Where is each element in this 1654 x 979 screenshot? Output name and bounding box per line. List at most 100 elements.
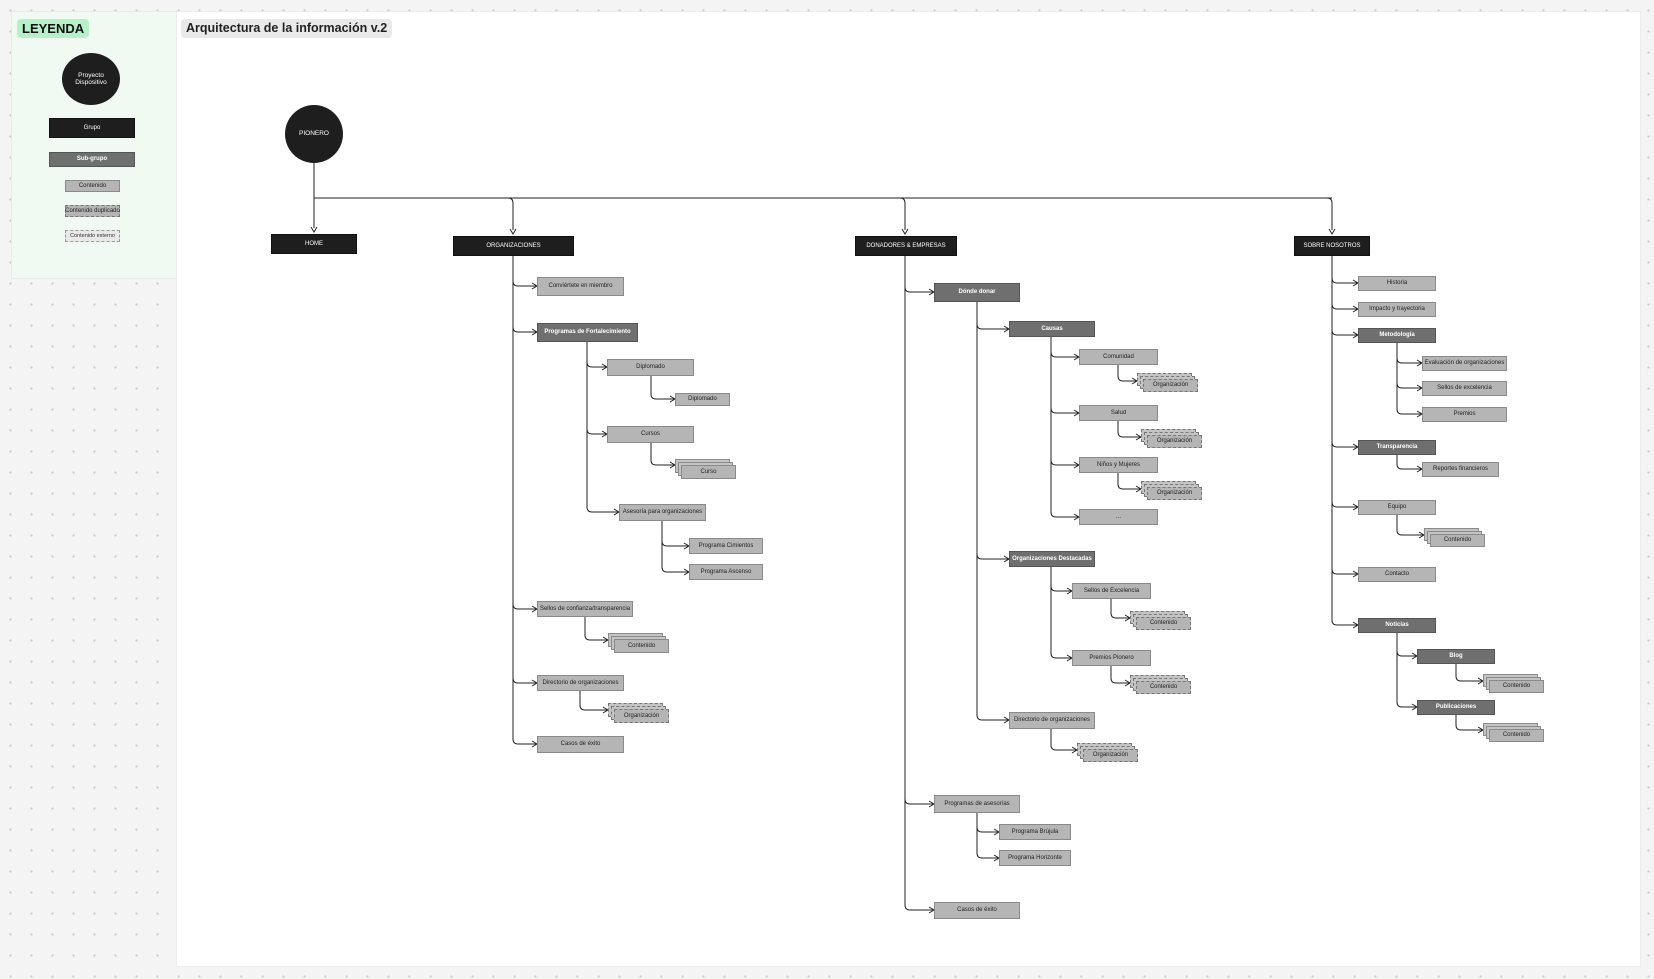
connector xyxy=(1331,256,1358,508)
node-sob-pre: Premios xyxy=(1422,407,1507,422)
node-org-dip-c: Diplomado xyxy=(675,393,730,406)
node-org-cas: Casos de éxito xyxy=(537,736,624,753)
node-org-dip: Diplomado xyxy=(607,359,694,376)
connector xyxy=(1110,599,1130,619)
node-lg-dup: Contenido duplicado xyxy=(65,205,120,217)
connector xyxy=(586,342,619,513)
connector xyxy=(1396,343,1422,364)
node-don-sal: Salud xyxy=(1079,405,1158,421)
connector xyxy=(1396,515,1424,536)
arrowhead xyxy=(1328,228,1336,235)
connector xyxy=(512,256,537,287)
node-don-nin-c: Organización xyxy=(1147,487,1202,500)
node-sob-imp: Impacto y trayectoria xyxy=(1358,302,1436,317)
node-sob-blog: Blog xyxy=(1417,649,1495,664)
connector xyxy=(512,256,537,610)
connector xyxy=(661,521,689,573)
connector xyxy=(904,256,934,911)
connector xyxy=(1331,256,1358,284)
connector xyxy=(1326,197,1333,230)
connector xyxy=(1050,337,1079,466)
node-lg-ext: Contenido externo xyxy=(65,230,120,242)
node-org-cur-c: Curso xyxy=(681,465,736,479)
connector xyxy=(661,521,689,547)
node-org-cim: Programa Cimientos xyxy=(689,538,763,554)
connector xyxy=(1396,633,1417,708)
node-home: HOME xyxy=(271,234,357,254)
connector xyxy=(904,256,934,805)
node-sob-his: Historia xyxy=(1358,276,1436,291)
connector xyxy=(512,256,537,745)
connector xyxy=(579,691,608,711)
node-don-cas: Casos de éxito xyxy=(934,902,1020,919)
connector xyxy=(586,342,607,368)
connector xyxy=(976,302,1009,721)
connector xyxy=(1117,473,1141,490)
node-org-sel-c: Contenido xyxy=(614,639,669,653)
node-org-ase: Asesoría para organizaciones xyxy=(619,504,706,521)
diagram-board xyxy=(176,11,1641,967)
node-org-miembro: Conviértete en miembro xyxy=(537,277,624,296)
arrowhead xyxy=(901,228,909,235)
node-don-com: Comunidad xyxy=(1079,349,1158,365)
connector xyxy=(976,302,1009,330)
arrowhead xyxy=(509,228,517,235)
node-org: ORGANIZACIONES xyxy=(453,236,574,256)
node-don-bru: Programa Brújula xyxy=(999,824,1071,840)
connector xyxy=(1396,343,1422,415)
connector xyxy=(1455,715,1483,731)
node-sob-equ: Equipo xyxy=(1358,500,1436,515)
node-root: PIONERO xyxy=(285,105,343,163)
node-sob: SOBRE NOSOTROS xyxy=(1294,236,1370,256)
node-lg-project: Proyecto Dispositivo xyxy=(62,53,120,105)
connector xyxy=(1050,567,1072,659)
node-lg-content: Contenido xyxy=(65,180,120,192)
node-sob-met: Metodología xyxy=(1358,328,1436,343)
node-don-dest: Organizaciones Destacadas xyxy=(1009,551,1095,567)
arrowhead xyxy=(310,226,318,233)
node-don-causas: Causas xyxy=(1009,321,1095,337)
node-org-dir: Directorio de organizaciones xyxy=(537,675,624,691)
node-don: DONADORES & EMPRESAS xyxy=(855,236,957,256)
node-sob-tra: Transparencia xyxy=(1358,440,1436,455)
node-don-pre: Premios Pionero xyxy=(1072,650,1151,666)
connector xyxy=(1396,455,1422,470)
connector xyxy=(1050,729,1077,751)
connector xyxy=(1331,256,1358,448)
connector xyxy=(507,197,514,230)
node-sob-sel: Sellos de excelencia xyxy=(1422,381,1507,396)
connector xyxy=(976,813,999,859)
connector xyxy=(512,256,537,684)
node-don-dir-c: Organización xyxy=(1083,749,1138,762)
node-don-sel-c: Contenido xyxy=(1136,617,1191,630)
connector xyxy=(1117,421,1141,438)
node-don-com-c: Organización xyxy=(1143,379,1198,392)
node-sob-con: Contacto xyxy=(1358,567,1436,582)
node-sob-eva: Evaluación de organizaciones xyxy=(1422,356,1507,371)
node-don-mas: ... xyxy=(1079,509,1158,525)
node-org-asc: Programa Ascenso xyxy=(689,564,763,580)
connector xyxy=(976,302,1009,560)
board-title: Arquitectura de la información v.2 xyxy=(181,19,393,38)
node-lg-group: Grupo xyxy=(49,118,135,138)
connector xyxy=(899,197,906,230)
node-sob-not: Noticias xyxy=(1358,618,1436,633)
connector xyxy=(1331,256,1358,575)
node-sob-blog-c: Contenido xyxy=(1489,680,1544,693)
connector xyxy=(1117,365,1137,382)
connector xyxy=(1050,337,1079,518)
connector xyxy=(1050,337,1079,414)
node-don-donde: Dónde donar xyxy=(934,283,1020,302)
node-don-sel: Sellos de Excelencia xyxy=(1072,583,1151,599)
connector xyxy=(1455,664,1483,682)
node-sob-equ-c: Contenido xyxy=(1430,534,1485,547)
connector xyxy=(650,376,675,400)
node-org-cur: Cursos xyxy=(607,426,694,443)
connector xyxy=(512,256,537,333)
connector xyxy=(1331,256,1358,626)
node-don-ase: Programas de asesorías xyxy=(934,795,1020,813)
node-sob-pub: Publicaciones xyxy=(1417,700,1495,715)
connector xyxy=(1331,256,1358,336)
node-don-hor: Programa Horizonte xyxy=(999,850,1071,866)
